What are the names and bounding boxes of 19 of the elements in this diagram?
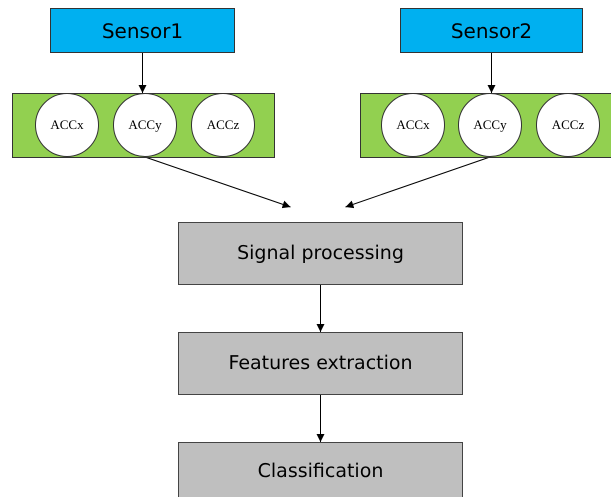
- axis-circle: ACCx: [35, 93, 99, 157]
- arrow: [138, 52, 146, 94]
- process-box: Classification: [178, 442, 463, 497]
- process-box: Features extraction: [178, 332, 463, 395]
- axis-circle: ACCy: [458, 93, 522, 157]
- axis-circle: ACCz: [536, 93, 600, 157]
- axis-circle: ACCz: [191, 93, 255, 157]
- axis-circle: ACCy: [113, 93, 177, 157]
- arrow: [316, 284, 324, 332]
- arrow: [144, 156, 291, 208]
- sensor-band: [12, 93, 275, 158]
- sensor-box: Sensor1: [50, 8, 235, 53]
- axis-circle: ACCx: [381, 93, 445, 157]
- sensor-band: [360, 93, 611, 158]
- arrow: [316, 394, 324, 442]
- sensor-box: Sensor2: [400, 8, 583, 53]
- arrow: [488, 52, 496, 94]
- arrow: [345, 156, 490, 208]
- process-box: Signal processing: [178, 222, 463, 285]
